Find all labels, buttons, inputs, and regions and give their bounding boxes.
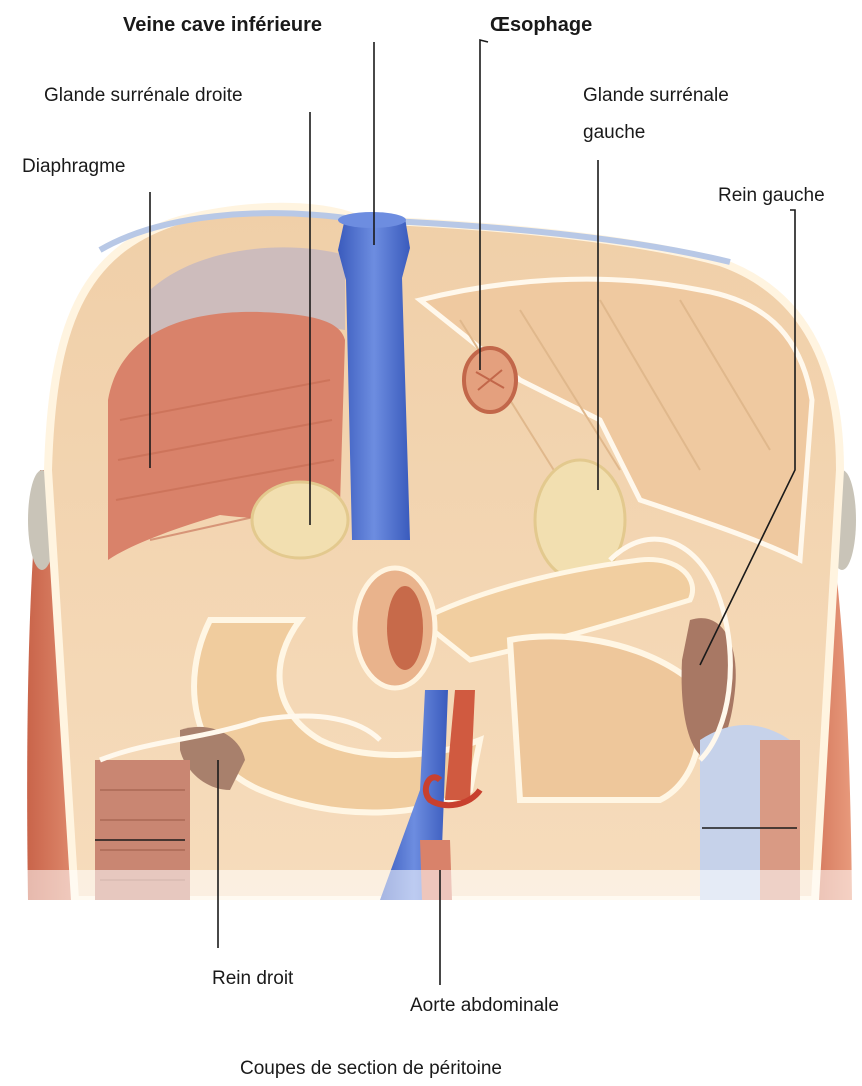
label-rein-droit: Rein droit: [212, 968, 293, 990]
label-glande-surrenale-gauche-line2: gauche: [583, 122, 645, 144]
label-aorte-abdominale: Aorte abdominale: [410, 995, 559, 1017]
right-adrenal-gland: [252, 482, 348, 558]
label-veine-cave-inferieure: Veine cave inférieure: [123, 14, 322, 36]
label-oesophage: Œsophage: [490, 14, 592, 36]
label-glande-surrenale-gauche-line1: Glande surrénale: [583, 85, 729, 107]
label-glande-surrenale-droite: Glande surrénale droite: [44, 85, 243, 107]
label-rein-gauche: Rein gauche: [718, 185, 825, 207]
label-coupes-de-section: Coupes de section de péritoine: [240, 1058, 502, 1080]
label-diaphragme: Diaphragme: [22, 156, 126, 178]
